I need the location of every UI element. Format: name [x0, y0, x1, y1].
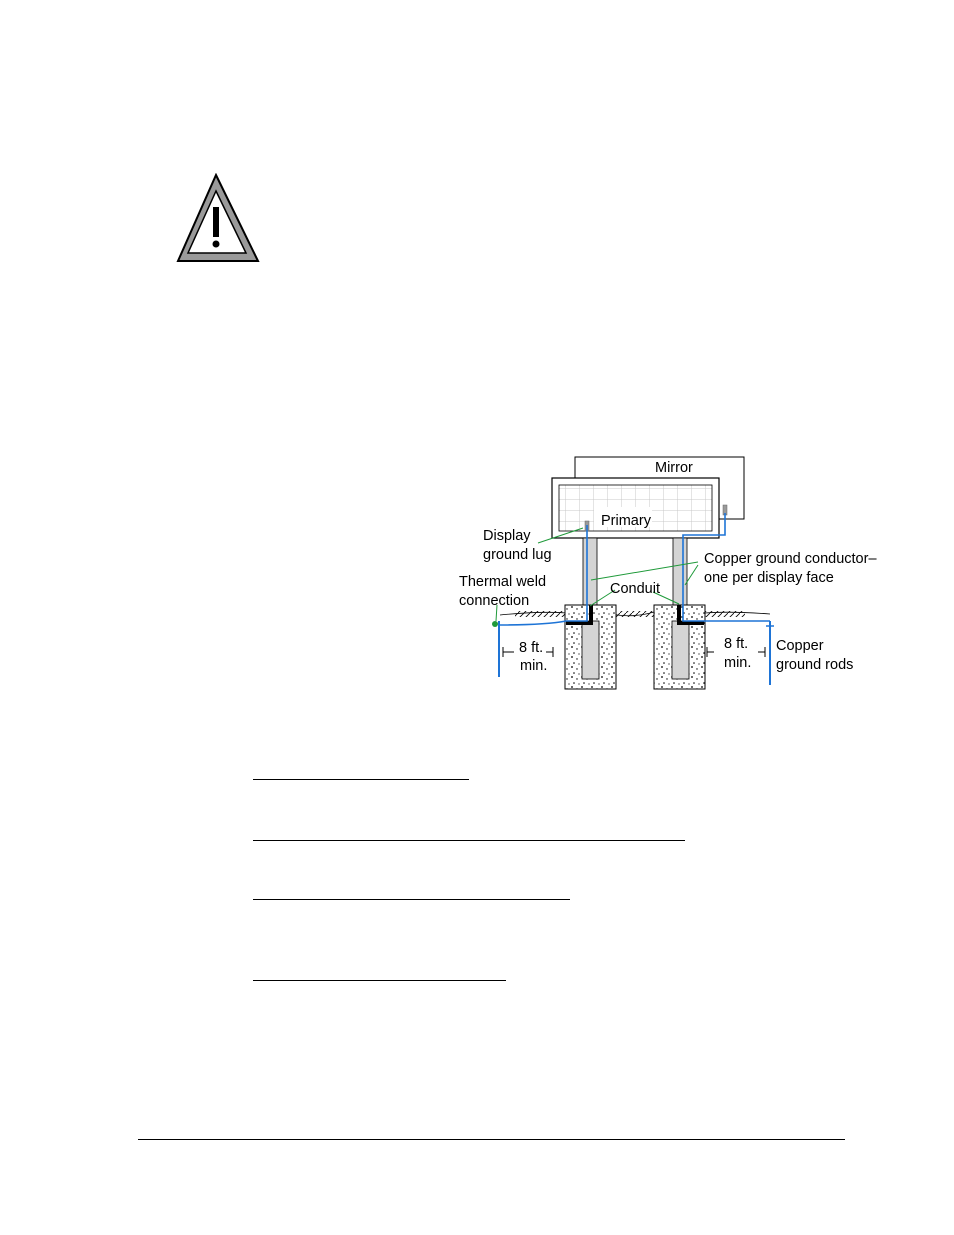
distance-left-label-2: min. [520, 658, 547, 674]
blank-line-3 [253, 899, 570, 900]
thermal-weld-label-2: connection [459, 593, 529, 609]
distance-left-label-1: 8 ft. [519, 640, 543, 656]
display-ground-lug-label-1: Display [483, 528, 531, 544]
copper-conductor-label-1: Copper ground conductor– [704, 551, 877, 567]
thermal-weld-point [492, 621, 498, 627]
right-ground-conductor [682, 513, 770, 622]
footer-rule [138, 1139, 845, 1140]
copper-conductor-label-2: one per display face [704, 570, 834, 586]
copper-rods-label-1: Copper [776, 638, 824, 654]
blank-line-4 [253, 980, 506, 981]
mirror-label: Mirror [655, 460, 693, 476]
right-conduit [677, 605, 704, 625]
blank-line-1 [253, 779, 469, 780]
grounding-diagram: Mirror Primary Display ground lug Therma… [459, 456, 877, 690]
left-conduit [566, 605, 593, 625]
thermal-weld-label-1: Thermal weld [459, 574, 546, 590]
warning-triangle-icon [176, 173, 260, 262]
primary-label: Primary [601, 513, 652, 529]
left-ground-conductor [497, 525, 588, 626]
distance-right-label-1: 8 ft. [724, 636, 748, 652]
blank-line-2 [253, 840, 685, 841]
distance-right-label-2: min. [724, 655, 751, 671]
copper-rods-label-2: ground rods [776, 657, 853, 673]
display-ground-lug-label-2: ground lug [483, 547, 552, 563]
conduit-label: Conduit [610, 581, 660, 597]
